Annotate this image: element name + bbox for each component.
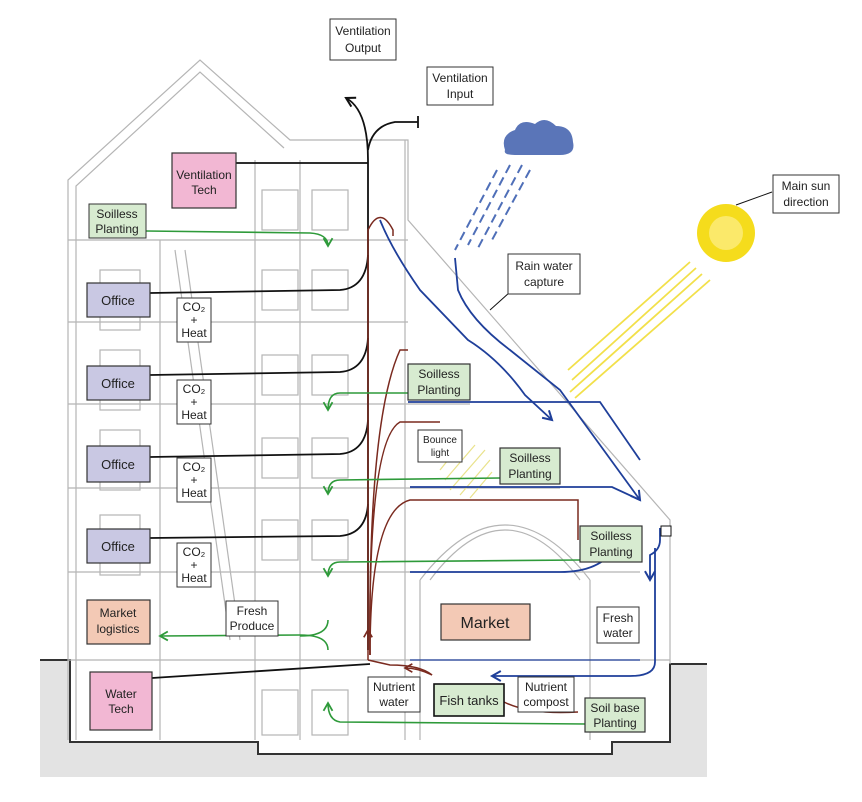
svg-text:Office: Office — [101, 293, 135, 308]
svg-text:Heat: Heat — [181, 326, 207, 340]
svg-text:Planting: Planting — [508, 467, 551, 481]
svg-text:Ventilation: Ventilation — [176, 168, 231, 182]
svg-text:+: + — [190, 313, 197, 327]
svg-text:Market: Market — [461, 615, 510, 632]
svg-text:Main sun: Main sun — [782, 179, 831, 193]
svg-text:Office: Office — [101, 539, 135, 554]
svg-text:Planting: Planting — [417, 383, 460, 397]
svg-text:water: water — [602, 626, 632, 640]
svg-text:compost: compost — [523, 695, 569, 709]
svg-text:Ventilation: Ventilation — [335, 24, 390, 38]
svg-text:Bounce: Bounce — [423, 435, 457, 446]
label-rain-water-capture: Rain water capture — [507, 253, 581, 295]
label-soilless-planting-4: Soilless Planting — [579, 525, 643, 563]
label-ventilation-output: Ventilation Output — [329, 18, 397, 61]
svg-text:Heat: Heat — [181, 486, 207, 500]
water-flows — [379, 219, 672, 682]
sun-pointer — [735, 191, 773, 206]
svg-text:+: + — [190, 395, 197, 409]
fish-tanks-box: Fish tanks — [433, 683, 505, 717]
label-main-sun-direction: Main sun direction — [772, 174, 840, 214]
building-outline — [67, 59, 671, 740]
svg-text:Output: Output — [345, 41, 382, 55]
svg-text:Nutrient: Nutrient — [373, 680, 416, 694]
svg-text:Market: Market — [100, 606, 137, 620]
svg-text:Soilless: Soilless — [96, 207, 137, 221]
svg-text:Produce: Produce — [230, 619, 275, 633]
svg-text:Tech: Tech — [108, 702, 133, 716]
ground — [40, 659, 707, 777]
svg-text:Planting: Planting — [95, 222, 138, 236]
svg-text:Nutrient: Nutrient — [525, 680, 568, 694]
svg-text:Tech: Tech — [191, 183, 216, 197]
label-fresh-water: Fresh water — [596, 606, 640, 644]
svg-text:Water: Water — [105, 687, 137, 701]
label-bounce-light: Bounce light — [417, 429, 463, 463]
svg-text:Fish tanks: Fish tanks — [439, 693, 499, 708]
market-logistics-box: Market logistics — [86, 599, 151, 645]
office-box-2: Office — [86, 365, 151, 401]
svg-text:CO₂: CO₂ — [183, 300, 206, 314]
rain-cloud-icon — [503, 119, 574, 155]
svg-text:Heat: Heat — [181, 408, 207, 422]
svg-text:logistics: logistics — [97, 622, 140, 636]
planting-flows — [145, 230, 587, 725]
svg-text:water: water — [378, 695, 408, 709]
svg-text:+: + — [190, 558, 197, 572]
label-ventilation-tech: Ventilation Tech — [171, 152, 237, 209]
water-tech-box: Water Tech — [89, 671, 153, 731]
label-soilless-planting-3: Soilless Planting — [499, 447, 561, 485]
svg-text:+: + — [190, 473, 197, 487]
svg-text:Planting: Planting — [589, 545, 632, 559]
svg-text:capture: capture — [524, 275, 564, 289]
market-box: Market — [440, 603, 531, 641]
office-box-3: Office — [86, 445, 151, 483]
svg-text:CO₂: CO₂ — [183, 382, 206, 396]
label-soil-base-planting: Soil base Planting — [584, 697, 646, 733]
svg-text:CO₂: CO₂ — [183, 545, 206, 559]
office-box-4: Office — [86, 528, 151, 564]
sun-icon — [697, 204, 755, 262]
label-co2-heat-4: CO₂ + Heat — [176, 542, 212, 588]
label-fresh-produce: Fresh Produce — [225, 600, 279, 637]
label-soilless-planting-top: Soilless Planting — [88, 203, 147, 239]
svg-text:Fresh: Fresh — [603, 611, 634, 625]
label-co2-heat-1: CO₂ + Heat — [176, 297, 212, 343]
label-co2-heat-3: CO₂ + Heat — [176, 457, 212, 503]
label-soilless-planting-2: Soilless Planting — [407, 363, 471, 401]
svg-text:Rain water: Rain water — [515, 259, 572, 273]
svg-text:Soilless: Soilless — [590, 529, 631, 543]
label-ventilation-input: Ventilation Input — [426, 66, 494, 106]
rain-drops — [454, 164, 531, 251]
svg-text:Soilless: Soilless — [418, 367, 459, 381]
svg-text:Heat: Heat — [181, 571, 207, 585]
label-nutrient-compost: Nutrient compost — [517, 676, 575, 713]
office-box-1: Office — [86, 282, 151, 318]
sun-rays — [567, 261, 711, 399]
svg-text:Office: Office — [101, 457, 135, 472]
svg-text:Soilless: Soilless — [509, 451, 550, 465]
svg-text:Input: Input — [447, 87, 474, 101]
svg-text:Planting: Planting — [593, 716, 636, 730]
svg-text:Office: Office — [101, 376, 135, 391]
label-nutrient-water: Nutrient water — [367, 676, 421, 713]
svg-text:Ventilation: Ventilation — [432, 71, 487, 85]
svg-text:CO₂: CO₂ — [183, 460, 206, 474]
label-co2-heat-2: CO₂ + Heat — [176, 379, 212, 425]
svg-text:light: light — [431, 448, 450, 459]
rain-water-pointer — [489, 291, 511, 311]
svg-text:direction: direction — [783, 195, 828, 209]
svg-text:Fresh: Fresh — [237, 604, 268, 618]
svg-text:Soil base: Soil base — [590, 701, 640, 715]
